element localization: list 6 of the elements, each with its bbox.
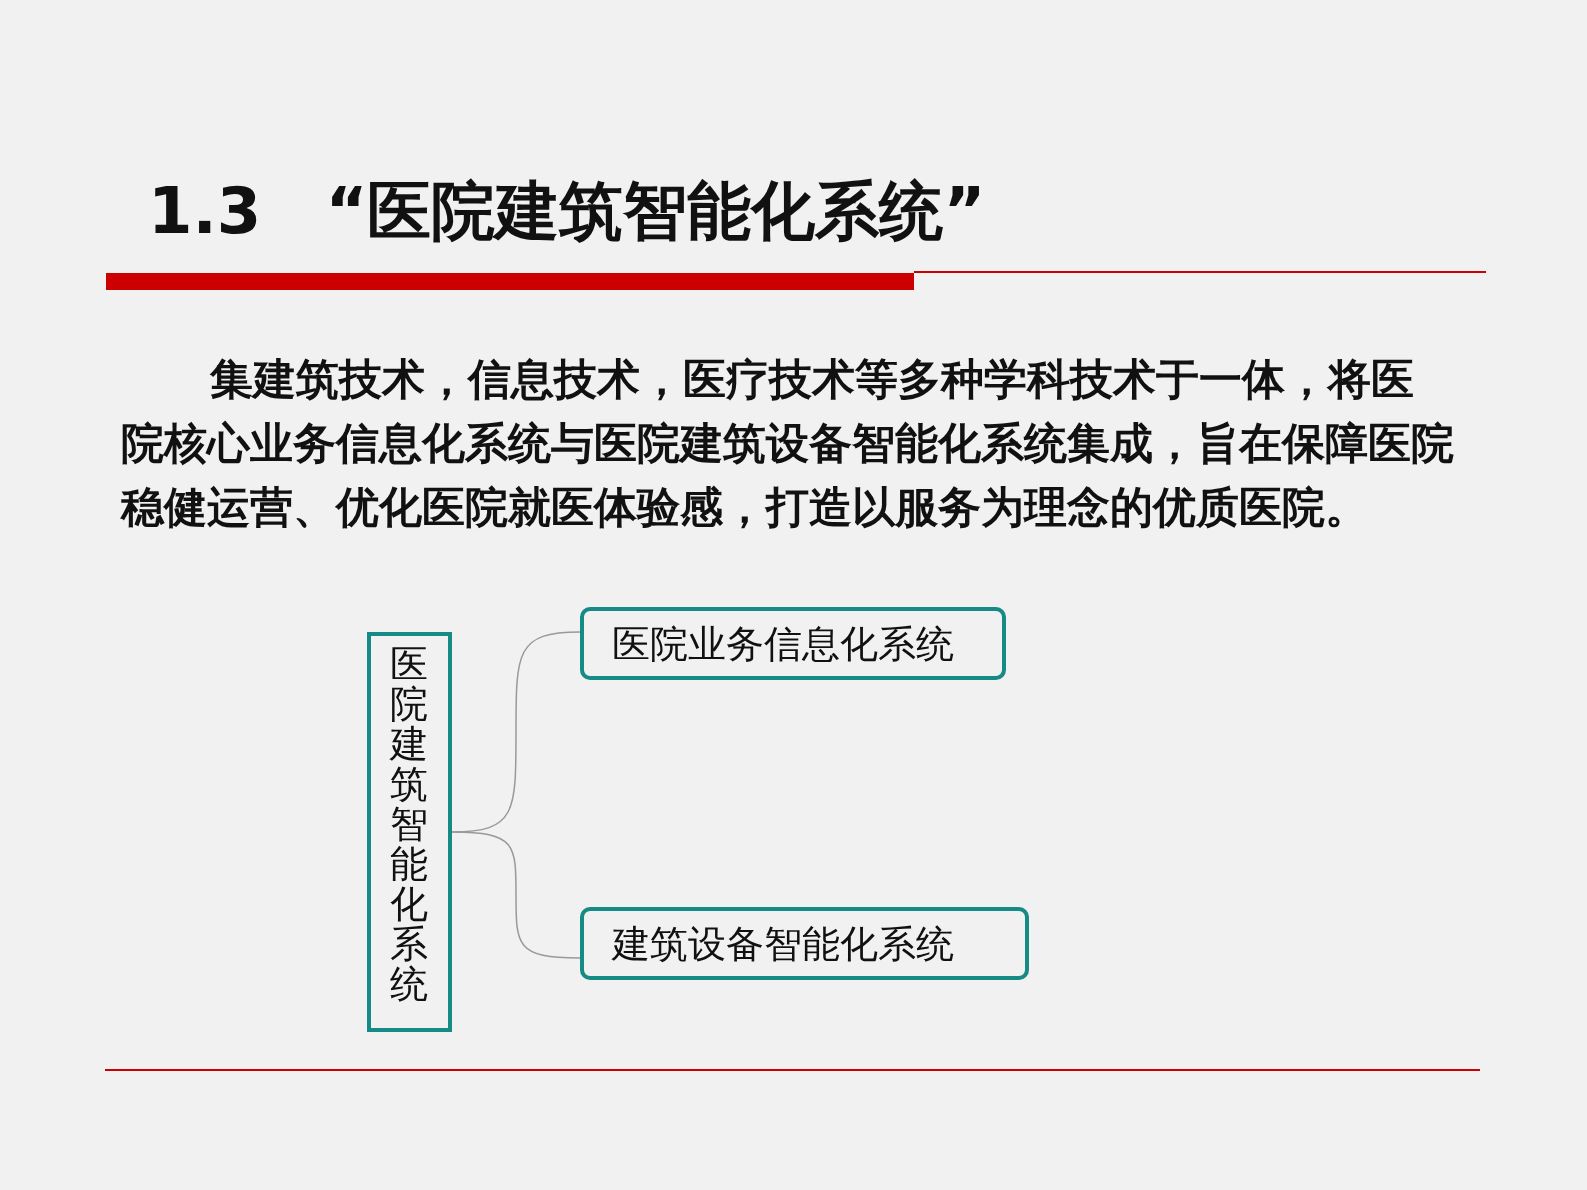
body-paragraph: 集建筑技术，信息技术，医疗技术等多种学科技术于一体，将医院核心业务信息化系统与医院建筑设备智能化系统集成，旨在保障医院稳健运营、优化医院就医体验感，打造以服务为理念的优质医院。 bbox=[121, 354, 1455, 534]
connector-line bbox=[451, 831, 581, 959]
system-box: 医院业务信息化系统 bbox=[580, 607, 1006, 680]
vertical-box: 医院建筑智能化系统 bbox=[367, 632, 452, 1032]
system-box: 建筑设备智能化系统 bbox=[580, 907, 1029, 980]
slide-title: 1.3 “医院建筑智能化系统” bbox=[148, 173, 986, 250]
